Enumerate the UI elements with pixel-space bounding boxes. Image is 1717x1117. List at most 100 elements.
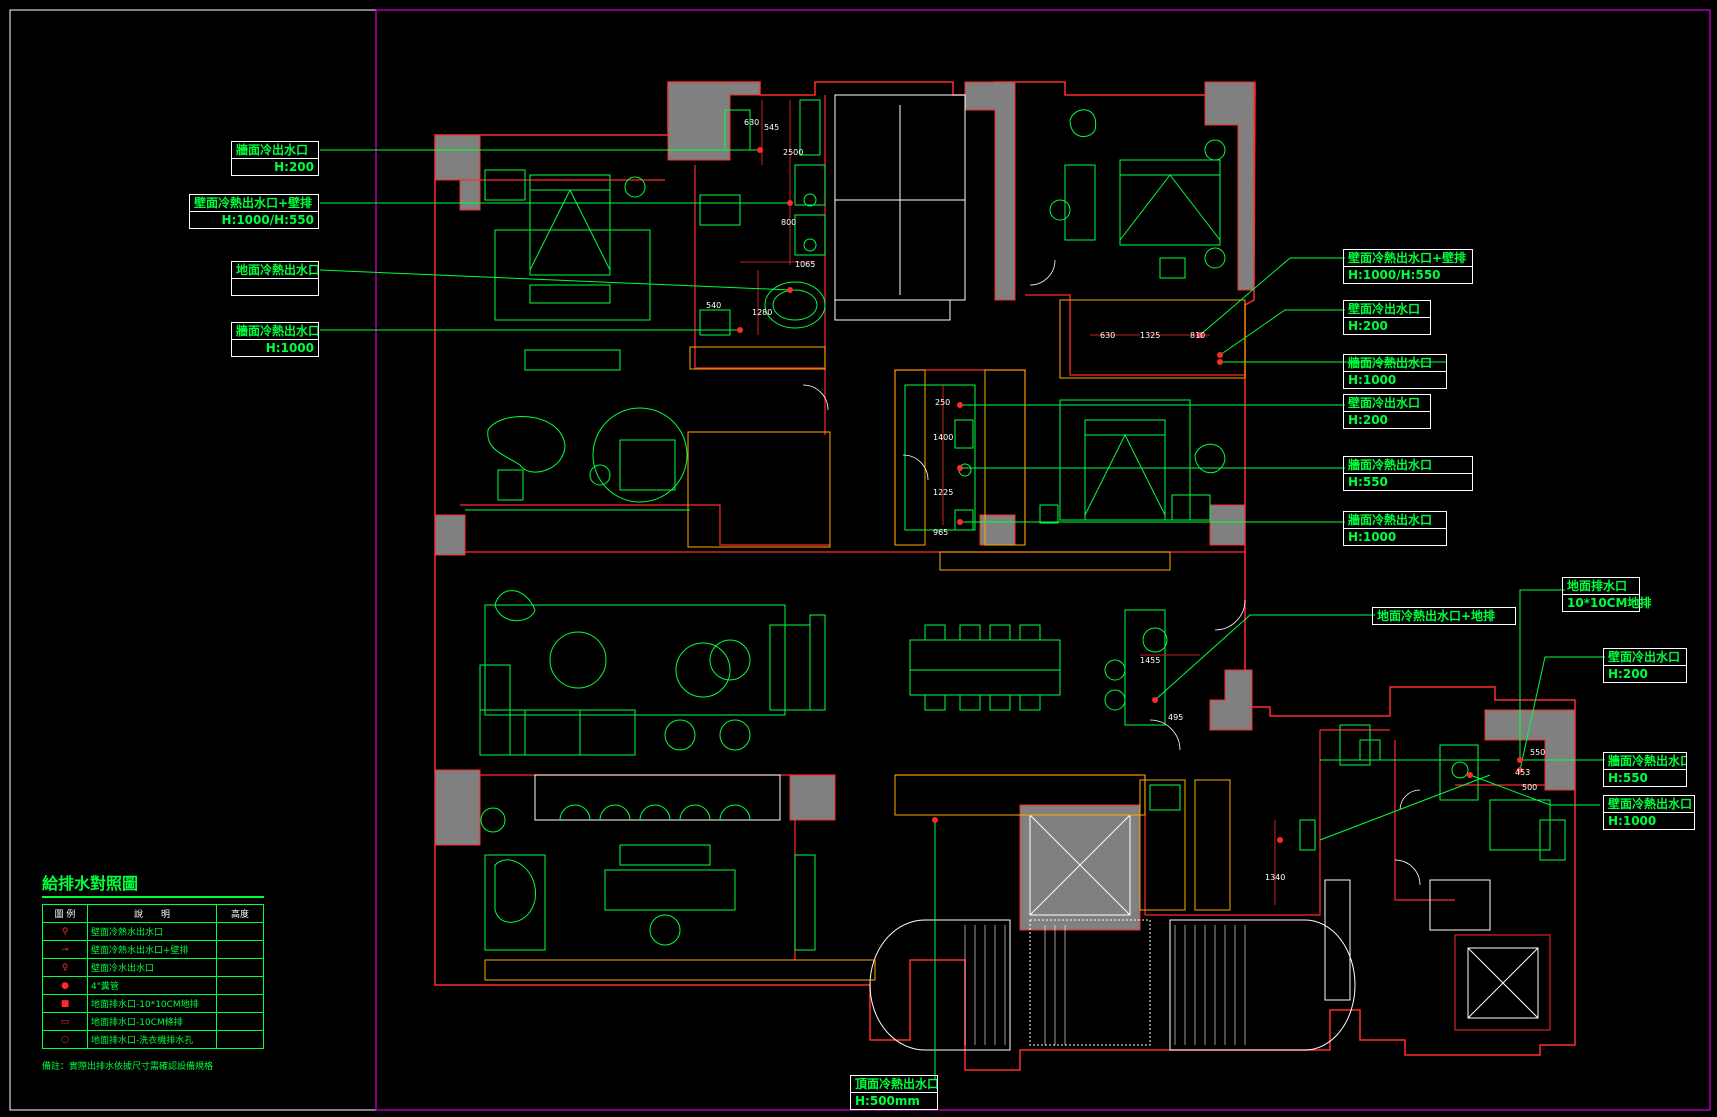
tag-value: H:500mm <box>855 1094 920 1108</box>
legend-desc: 4"糞管 <box>87 976 217 995</box>
tag-ceiling-outlet: 頂面冷熱出水口/壁排 H:500mm <box>850 1075 938 1110</box>
dim-label: 965 <box>933 528 948 537</box>
dim-label: 550 <box>1530 748 1545 757</box>
dim-label: 630 <box>744 118 759 127</box>
dim-label: 1455 <box>1140 656 1160 665</box>
legend-desc: 壁面冷水出水口 <box>87 958 217 977</box>
tag-value: H:1000 <box>1608 814 1657 828</box>
tag-hot-cold-outlet-wall-drain: 壁面冷熱出水口+壁排 H:1000/H:550 <box>189 194 319 229</box>
tag-value: H:550 <box>1608 771 1648 785</box>
tag-title: 牆面冷熱出水口 <box>1344 457 1472 474</box>
legend-desc: 地面排水口-10CM條排 <box>87 1012 217 1031</box>
tag-title: 牆面冷熱出水口 <box>1604 753 1686 770</box>
tag-cold-outlet-wall-2: 壁面冷出水口 H:200 <box>1343 300 1431 335</box>
legend-row: ⊸ 壁面冷熱水出水口+壁排 <box>42 940 264 959</box>
tag-title: 牆面冷熱出水口 <box>1344 512 1446 529</box>
dimension-labels: 630 545 2500 800 1065 540 1280 630 1325 … <box>706 118 1545 882</box>
dim-label: 1280 <box>752 308 772 317</box>
linear-drain-icon: ▭ <box>42 1012 88 1031</box>
tag-wall-hot-cold-outlet-4: 牆面冷熱出水口 H:1000 <box>1343 511 1447 546</box>
outlet-drain-icon: ⊸ <box>42 940 88 959</box>
tag-wall-hot-cold-outlet-3: 牆面冷熱出水口 H:550 <box>1343 456 1473 491</box>
tag-title: 壁面冷出水口 <box>1604 649 1686 666</box>
tag-title: 壁面冷出水口 <box>1344 301 1430 318</box>
tag-cold-outlet-wall-3: 壁面冷出水口 H:200 <box>1343 394 1431 429</box>
dim-label: 1065 <box>795 260 815 269</box>
tag-value: H:200 <box>1348 413 1388 427</box>
dim-label: 1325 <box>1140 331 1160 340</box>
tag-title: 牆面冷出水口 <box>232 142 318 159</box>
legend-row: ■ 地面排水口-10*10CM地排 <box>42 994 264 1013</box>
dim-label: 250 <box>935 398 950 407</box>
dim-label: 800 <box>781 218 796 227</box>
staircases <box>869 919 1356 1051</box>
stair-treads <box>964 925 1246 1045</box>
plan-frame <box>375 9 1711 1111</box>
cold-outlet-icon: ♀ <box>42 958 88 977</box>
leader-lines <box>319 149 1605 1080</box>
dim-label: 545 <box>764 123 779 132</box>
legend-note: 備註：實際出排水依據尺寸需確認設備規格 <box>42 1062 214 1072</box>
tag-title: 壁面冷熱出水口+壁排 <box>190 195 318 212</box>
tag-floor-outlet-drain: 地面冷熱出水口+地排 <box>1372 607 1516 625</box>
door-swings <box>802 259 1421 886</box>
tag-value: H:1000/H:550 <box>221 213 314 227</box>
legend-row: ⚲ 壁面冷熱水出水口 <box>42 922 264 941</box>
tag-wall-hot-cold-outlet-6: 壁面冷熱出水口 H:1000 <box>1603 795 1695 830</box>
dim-label: 540 <box>706 301 721 310</box>
legend-row: ○ 地面排水口-洗衣機排水孔 <box>42 1030 264 1049</box>
tag-value: H:1000/H:550 <box>1348 268 1441 282</box>
washer-drain-icon: ○ <box>42 1030 88 1049</box>
legend-header-row: 圖 例 說 明 高度 <box>42 904 264 923</box>
tag-value: H:1000 <box>1348 530 1397 544</box>
legend-row: ♀ 壁面冷水出水口 <box>42 958 264 977</box>
hot-cold-outlet-icon: ⚲ <box>42 922 88 941</box>
water-outlet-markers <box>737 147 1523 843</box>
tag-hot-cold-outlet-wall-drain-2: 壁面冷熱出水口+壁排 H:1000/H:550 <box>1343 249 1473 284</box>
dim-label: 1225 <box>933 488 953 497</box>
legend-desc: 地面排水口-洗衣機排水孔 <box>87 1030 217 1049</box>
dim-label: 495 <box>1168 713 1183 722</box>
legend-desc: 壁面冷熱水出水口 <box>87 922 217 941</box>
legend-row: ● 4"糞管 <box>42 976 264 995</box>
dim-label: 453 <box>1515 768 1530 777</box>
tag-title: 牆面冷熱出水口 <box>232 323 318 340</box>
legend-title: 給排水對照圖 <box>42 870 264 898</box>
dim-label: 1340 <box>1265 873 1285 882</box>
legend-row: ▭ 地面排水口-10CM條排 <box>42 1012 264 1031</box>
dimension-lines <box>740 100 1545 905</box>
tag-wall-hot-cold-outlet: 牆面冷熱出水口 H:1000 <box>231 322 319 357</box>
tag-title: 牆面冷熱出水口 <box>1344 355 1446 372</box>
tag-title: 地面冷熱出水口 <box>232 262 318 279</box>
tag-title: 壁面冷熱出水口+壁排 <box>1344 250 1472 267</box>
dim-label: 1400 <box>933 433 953 442</box>
tag-cold-outlet-wall: 牆面冷出水口 H:200 <box>231 141 319 176</box>
tag-title: 地面冷熱出水口+地排 <box>1377 609 1496 623</box>
dim-label: 630 <box>1100 331 1115 340</box>
square-drain-icon: ■ <box>42 994 88 1013</box>
structural-columns <box>434 81 1576 931</box>
sewage-pipe-icon: ● <box>42 976 88 995</box>
legend-table: 圖 例 說 明 高度 ⚲ 壁面冷熱水出水口 ⊸ 壁面冷熱水出水口+壁排 ♀ 壁面… <box>42 904 264 1049</box>
dim-label: 2500 <box>783 148 803 157</box>
tag-floor-hot-cold-outlet: 地面冷熱出水口 <box>231 261 319 296</box>
tag-value: H:1000 <box>265 341 314 355</box>
legend-header: 高度 <box>216 904 264 923</box>
dim-label: 500 <box>1522 783 1537 792</box>
tag-wall-hot-cold-outlet-5: 牆面冷熱出水口 H:550 <box>1603 752 1687 787</box>
tag-value: H:200 <box>274 160 314 174</box>
tag-value <box>232 279 318 295</box>
dim-label: 810 <box>1190 331 1205 340</box>
tag-value: H:550 <box>1348 475 1388 489</box>
tag-cold-outlet-wall-4: 壁面冷出水口 H:200 <box>1603 648 1687 683</box>
tag-value: H:1000 <box>1348 373 1397 387</box>
legend-header: 圖 例 <box>42 904 88 923</box>
legend: 給排水對照圖 圖 例 說 明 高度 ⚲ 壁面冷熱水出水口 ⊸ 壁面冷熱水出水口+… <box>42 870 264 1072</box>
tag-floor-drain: 地面排水口 10*10CM地排 <box>1562 577 1651 612</box>
legend-desc: 地面排水口-10*10CM地排 <box>87 994 217 1013</box>
tag-title: 壁面冷出水口 <box>1344 395 1430 412</box>
legend-header: 說 明 <box>87 904 217 923</box>
tag-value: H:200 <box>1348 319 1388 333</box>
tag-title: 壁面冷熱出水口 <box>1604 796 1694 813</box>
